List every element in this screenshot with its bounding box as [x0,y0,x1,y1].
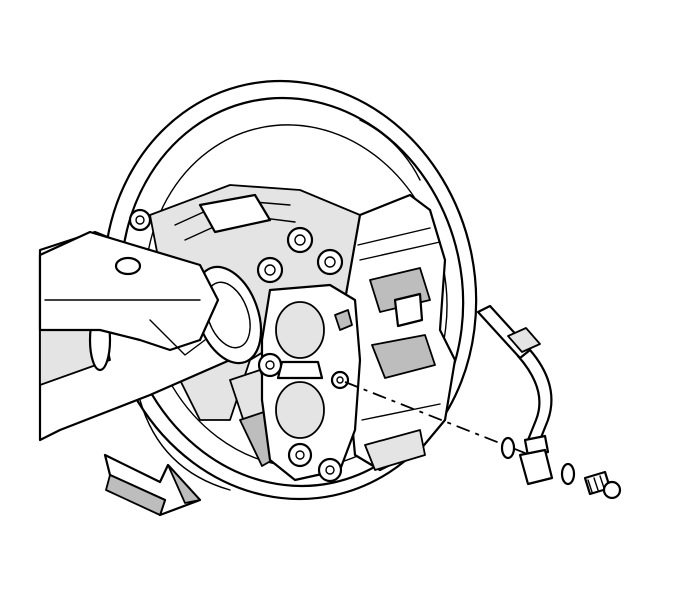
caliper-bolt [317,457,343,483]
caliper-bolt [256,256,284,284]
caliper-bolt [316,248,344,276]
direction-arrow-icon [103,453,202,517]
brake-hose [476,304,553,458]
hose-port [330,370,350,390]
access-hole [114,256,142,276]
bleeder-valve [334,309,353,331]
banjo-fitting-hardware [500,436,622,500]
caliper-bolt [286,226,314,254]
sealing-washer [500,436,516,460]
brake-caliper [256,226,362,483]
banjo-fitting [518,448,554,486]
control-arm [38,230,220,356]
caliper-bolt [287,442,313,468]
caliper-bolt [257,352,283,378]
sealing-washer [560,462,576,486]
assembly-line [344,381,531,456]
caliper-bracket [343,193,457,472]
